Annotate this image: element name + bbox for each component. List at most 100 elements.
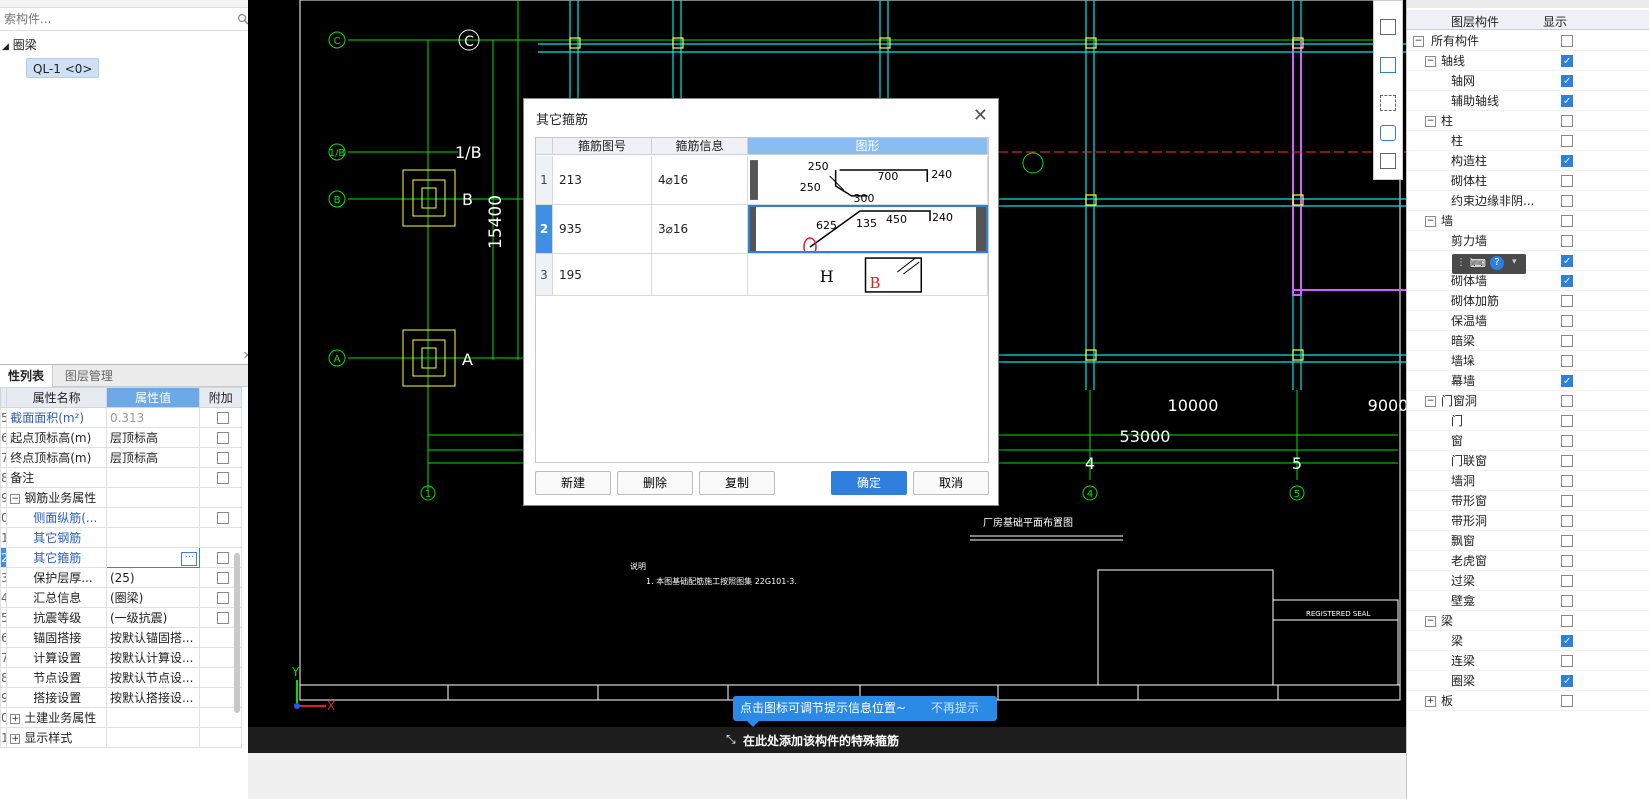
layer-row[interactable]: 辅助轴线 xyxy=(1407,91,1649,112)
chevron-down-icon[interactable]: ▾ xyxy=(1512,257,1517,267)
layer-row[interactable]: 砌体墙 xyxy=(1407,271,1649,292)
layer-visibility-checkbox[interactable] xyxy=(1561,115,1573,127)
layer-row[interactable]: 墙垛 xyxy=(1407,351,1649,371)
layer-row[interactable]: −轴线 xyxy=(1407,51,1649,72)
more-icon[interactable]: ··· xyxy=(181,551,198,566)
layer-row[interactable]: 保温墙 xyxy=(1407,311,1649,331)
property-row[interactable]: 7计算设置按默认计算设... xyxy=(0,647,242,668)
stirrup-shape[interactable]: 250 250 700 240 300 xyxy=(748,156,988,204)
layer-row[interactable]: 墙洞 xyxy=(1407,471,1649,491)
property-row[interactable]: 4汇总信息(圈梁) xyxy=(0,587,242,608)
stirrup-code[interactable]: 213 xyxy=(553,156,652,204)
tab-layers[interactable]: 图层管理 xyxy=(64,369,113,383)
layer-visibility-checkbox[interactable] xyxy=(1561,575,1573,587)
layer-row[interactable]: 带形洞 xyxy=(1407,511,1649,531)
property-value[interactable] xyxy=(105,467,201,488)
layer-visibility-checkbox[interactable] xyxy=(1561,135,1573,147)
search-input[interactable] xyxy=(0,9,230,29)
layer-visibility-checkbox[interactable] xyxy=(1561,195,1573,207)
layer-row[interactable]: 梁 xyxy=(1407,631,1649,652)
property-row[interactable]: 3保护层厚...(25) xyxy=(0,567,242,588)
layer-row[interactable]: 老虎窗 xyxy=(1407,551,1649,571)
property-value[interactable] xyxy=(105,707,201,728)
stirrup-info[interactable]: 3⌀16 xyxy=(652,205,748,253)
layer-row[interactable]: −门窗洞 xyxy=(1407,391,1649,411)
property-row[interactable]: 7终点顶标高(m)层顶标高 xyxy=(0,447,242,468)
layer-row[interactable]: 约束边缘非阴... xyxy=(1407,191,1649,211)
property-value[interactable] xyxy=(105,487,201,508)
property-row[interactable]: 0+土建业务属性 xyxy=(0,707,242,728)
close-icon[interactable]: ✕ xyxy=(972,105,988,126)
property-value[interactable]: 0.313 xyxy=(105,407,201,428)
layer-visibility-checkbox[interactable] xyxy=(1561,455,1573,467)
property-row[interactable]: 5截面面积(m²)0.313 xyxy=(0,407,242,428)
shrink-icon[interactable]: ⤡ xyxy=(726,732,736,746)
stirrup-code[interactable]: 935 xyxy=(553,205,652,253)
property-row[interactable]: 8备注 xyxy=(0,467,242,488)
layer-row[interactable]: 壁龛 xyxy=(1407,591,1649,611)
layer-row[interactable]: 构造柱 xyxy=(1407,151,1649,172)
tree-item-ql1[interactable]: QL-1 <0> xyxy=(26,58,100,78)
delete-button[interactable]: 删除 xyxy=(617,471,693,495)
layer-row[interactable]: 柱 xyxy=(1407,131,1649,151)
table-row[interactable]: 3 195 H B xyxy=(536,254,988,296)
layer-row[interactable]: 窗 xyxy=(1407,431,1649,451)
expand-toggle-icon[interactable]: − xyxy=(1425,616,1436,627)
layer-row[interactable]: −所有构件 xyxy=(1407,31,1649,51)
close-icon[interactable]: ✕ xyxy=(243,349,252,362)
property-row[interactable]: 1其它钢筋 xyxy=(0,527,242,548)
collapse-icon[interactable]: ◢ xyxy=(2,42,9,52)
property-row[interactable]: 1+显示样式 xyxy=(0,727,242,748)
layer-row[interactable] xyxy=(1407,251,1649,272)
layer-visibility-checkbox[interactable] xyxy=(1561,272,1573,292)
extra-checkbox[interactable] xyxy=(217,452,230,464)
property-value[interactable]: 层顶标高 xyxy=(105,447,201,468)
grip-icon[interactable]: ⋮⋮ xyxy=(1456,257,1476,268)
expand-toggle-icon[interactable]: + xyxy=(10,713,21,724)
extra-checkbox[interactable] xyxy=(217,512,230,524)
layer-row[interactable]: 砌体加筋 xyxy=(1407,291,1649,311)
layer-visibility-checkbox[interactable] xyxy=(1561,315,1573,327)
property-row[interactable]: 5抗震等级(一级抗震) xyxy=(0,607,242,628)
property-row[interactable]: 9搭接设置按默认搭接设... xyxy=(0,687,242,708)
layer-row[interactable]: 过梁 xyxy=(1407,571,1649,591)
layer-visibility-checkbox[interactable] xyxy=(1561,655,1573,667)
property-scrollbar[interactable] xyxy=(234,553,240,713)
property-value[interactable]: 按默认计算设... xyxy=(105,647,201,668)
layer-visibility-checkbox[interactable] xyxy=(1561,295,1573,307)
layer-visibility-checkbox[interactable] xyxy=(1561,475,1573,487)
layer-row[interactable]: 幕墙 xyxy=(1407,371,1649,392)
new-button[interactable]: 新建 xyxy=(535,471,611,495)
expand-toggle-icon[interactable]: − xyxy=(1413,36,1424,47)
3d-view-icon[interactable] xyxy=(1380,19,1396,35)
property-row[interactable]: 0侧面纵筋(... xyxy=(0,507,242,528)
keyboard-icon[interactable]: ⌨ xyxy=(1470,257,1486,270)
expand-toggle-icon[interactable]: + xyxy=(1425,696,1436,707)
extra-checkbox[interactable] xyxy=(217,552,230,564)
property-value[interactable]: (一级抗震) xyxy=(105,607,201,628)
extra-checkbox[interactable] xyxy=(217,472,230,484)
layer-row[interactable]: 飘窗 xyxy=(1407,531,1649,551)
property-row[interactable]: 6锚固搭接按默认锚固搭... xyxy=(0,627,242,648)
expand-toggle-icon[interactable]: + xyxy=(10,733,21,744)
property-value[interactable]: 层顶标高 xyxy=(105,427,201,448)
property-row[interactable]: 9−钢筋业务属性 xyxy=(0,487,242,508)
layer-visibility-checkbox[interactable] xyxy=(1561,415,1573,427)
view-cube-icon[interactable] xyxy=(1380,125,1396,141)
property-value[interactable]: (25) xyxy=(105,567,201,588)
layer-visibility-checkbox[interactable] xyxy=(1561,215,1573,227)
layer-row[interactable]: 砌体柱 xyxy=(1407,171,1649,191)
expand-toggle-icon[interactable]: − xyxy=(1425,116,1436,127)
stirrup-info[interactable]: 4⌀16 xyxy=(652,156,748,204)
property-value[interactable] xyxy=(105,507,201,528)
property-value[interactable]: 按默认节点设... xyxy=(105,667,201,688)
layer-visibility-checkbox[interactable] xyxy=(1561,372,1573,392)
layer-row[interactable]: 暗梁 xyxy=(1407,331,1649,351)
layer-visibility-checkbox[interactable] xyxy=(1561,72,1573,92)
layer-visibility-checkbox[interactable] xyxy=(1561,252,1573,272)
extra-checkbox[interactable] xyxy=(217,592,230,604)
table-row[interactable]: 2 935 3⌀16 625 135 450 240 xyxy=(536,205,988,254)
property-row[interactable]: 2其它箍筋··· xyxy=(0,547,242,568)
layer-visibility-checkbox[interactable] xyxy=(1561,495,1573,507)
layer-visibility-checkbox[interactable] xyxy=(1561,35,1573,47)
